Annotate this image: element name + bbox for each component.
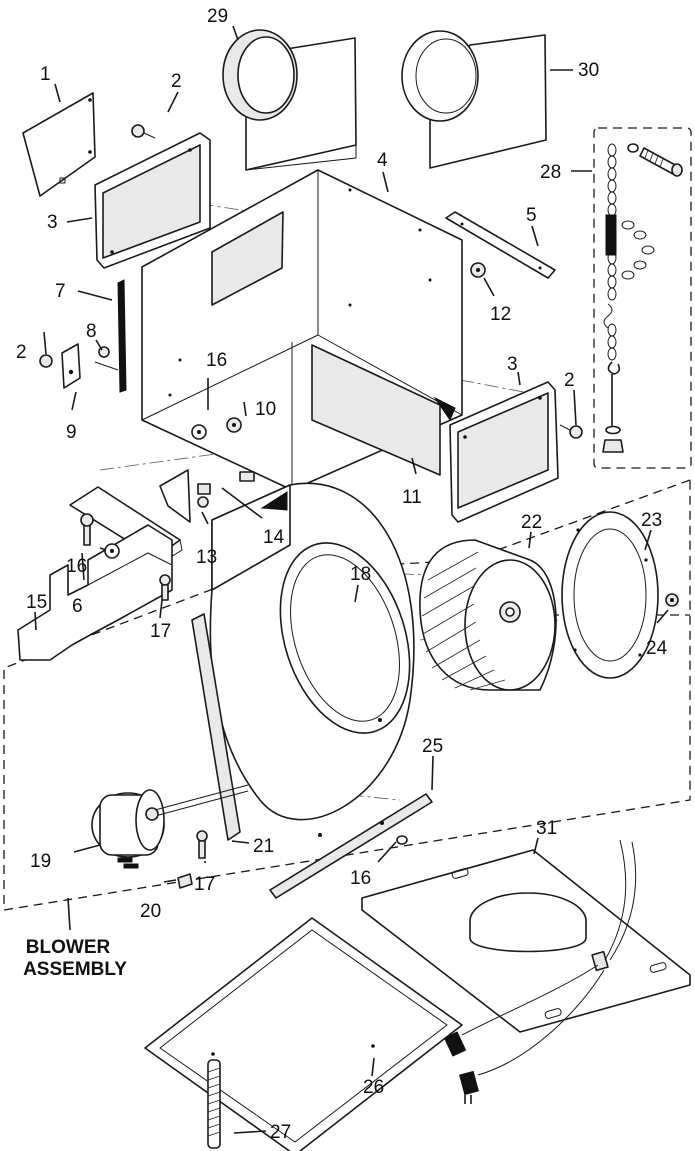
callout-19: 19 xyxy=(30,851,51,872)
callout-23: 23 xyxy=(641,510,662,531)
leader-lines xyxy=(34,25,669,1134)
part-31-power-cords xyxy=(443,839,637,1104)
callout-22: 22 xyxy=(521,512,542,533)
callout-16-bracket: 16 xyxy=(66,556,87,577)
callout-3-right: 3 xyxy=(507,354,518,375)
callout-labels: 1 2 2 2 3 3 4 5 6 7 8 9 10 11 12 13 14 1… xyxy=(16,6,668,1143)
callout-6: 6 xyxy=(72,596,83,617)
callout-24: 24 xyxy=(646,638,668,659)
part-16-washer xyxy=(104,543,120,559)
callout-16-rod: 16 xyxy=(350,868,371,889)
callout-25: 25 xyxy=(422,736,443,757)
part-7-ground-strip xyxy=(117,279,127,393)
part-2-screw-left xyxy=(39,354,53,368)
callout-14: 14 xyxy=(263,527,285,548)
callout-21: 21 xyxy=(253,836,274,857)
callout-2-top: 2 xyxy=(171,71,182,92)
part-24-nut xyxy=(665,593,679,607)
part-14-terminal xyxy=(197,471,255,495)
part-10-grommet xyxy=(226,417,242,433)
part-30-duct-transition xyxy=(401,30,547,169)
callout-18: 18 xyxy=(350,564,371,585)
part-20-wire-nut xyxy=(177,873,193,889)
part-1-cover-plate xyxy=(22,92,96,197)
blower-assembly-boundary xyxy=(3,479,691,911)
part-5-strap xyxy=(445,211,556,279)
callout-8: 8 xyxy=(86,321,97,342)
callout-16-housing: 16 xyxy=(206,350,227,371)
part-2-screw-top xyxy=(131,124,156,139)
callout-2-left: 2 xyxy=(16,342,27,363)
part-15-motor-bracket xyxy=(17,524,173,661)
part-17-bolt-lower xyxy=(196,830,208,859)
callout-12: 12 xyxy=(490,304,511,325)
part-16-washer-lower xyxy=(396,835,408,845)
callout-17-upper: 17 xyxy=(150,621,171,642)
part-3-left-bracket xyxy=(94,132,211,269)
part-2-screw-right xyxy=(559,424,583,439)
callout-26: 26 xyxy=(363,1077,384,1098)
part-27-spring-fastener xyxy=(207,1059,221,1149)
part-26-grille xyxy=(144,917,463,1151)
part-9-clamp-plate xyxy=(61,343,81,389)
part-13-bracket xyxy=(159,469,209,523)
callout-2-right: 2 xyxy=(564,370,575,391)
part-19-motor xyxy=(91,784,249,869)
part-18-blower-housing xyxy=(209,482,415,837)
callout-15: 15 xyxy=(26,592,47,613)
part-29-duct-collar xyxy=(222,29,357,171)
part-25-rod xyxy=(269,793,433,899)
callout-11: 11 xyxy=(402,487,422,508)
part-6-screw xyxy=(80,513,94,546)
callout-10: 10 xyxy=(255,399,276,420)
callout-31: 31 xyxy=(536,818,557,839)
callout-4: 4 xyxy=(377,150,388,171)
callout-17-lower: 17 xyxy=(194,874,215,895)
part-23-inlet-ring xyxy=(561,511,659,679)
callout-29: 29 xyxy=(207,6,228,27)
callout-28: 28 xyxy=(540,162,561,183)
callout-5: 5 xyxy=(526,205,537,226)
part-21-strap xyxy=(191,613,241,841)
part-8-screw xyxy=(94,346,119,371)
part-28-chain-kit xyxy=(602,143,683,453)
callout-13: 13 xyxy=(196,547,217,568)
part-16-grommet-housing xyxy=(191,424,207,440)
callout-3-left: 3 xyxy=(47,212,58,233)
callout-30: 30 xyxy=(578,60,599,81)
callout-20: 20 xyxy=(140,901,161,922)
chain-kit-boundary xyxy=(593,127,692,469)
part-17-bolt-upper xyxy=(159,574,171,601)
part-12-grommet xyxy=(470,262,486,278)
blower-assembly-caption-line1: BLOWER xyxy=(26,937,111,958)
part-22-blower-wheel xyxy=(419,539,557,691)
callout-27: 27 xyxy=(270,1122,291,1143)
callout-1: 1 xyxy=(40,64,51,85)
callout-7: 7 xyxy=(55,281,66,302)
part-3-right-bracket xyxy=(449,381,559,523)
part-4-housing xyxy=(141,169,463,491)
part-31-plate xyxy=(361,849,691,1033)
blower-assembly-caption-line2: ASSEMBLY xyxy=(23,959,127,980)
callout-9: 9 xyxy=(66,422,77,443)
